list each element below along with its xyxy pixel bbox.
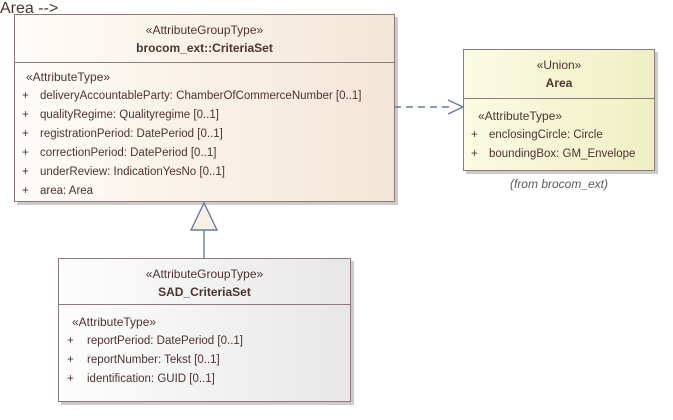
visibility-symbol: + <box>22 109 29 121</box>
visibility-symbol: + <box>67 373 74 385</box>
dependency-connector-arrow[interactable] <box>390 95 468 119</box>
attribute-text: enclosingCircle: Circle <box>489 129 603 141</box>
visibility-symbol: + <box>22 90 29 102</box>
attribute-row: + deliveryAccountableParty: ChamberOfCom… <box>15 87 394 106</box>
area-attributes-compartment: «AttributeType» + enclosingCircle: Circl… <box>464 99 654 164</box>
area-header: «Union» Area <box>464 50 654 99</box>
sad-stereotype: «AttributeGroupType» <box>145 267 264 281</box>
sad-attributes-compartment: «AttributeType» + reportPeriod: DatePeri… <box>59 305 350 389</box>
visibility-symbol: + <box>22 185 29 197</box>
attribute-text: registrationPeriod: DatePeriod [0..1] <box>40 128 223 140</box>
visibility-symbol: + <box>471 148 478 160</box>
attribute-text: boundingBox: GM_Envelope <box>489 148 636 160</box>
class-box-brocom-ext-criteriaset[interactable]: «AttributeGroupType» brocom_ext::Criteri… <box>14 14 395 202</box>
generalization-triangle-icon <box>189 202 219 231</box>
attribute-text: identification: GUID [0..1] <box>87 373 215 385</box>
criteriaset-stereotype: «AttributeGroupType» <box>145 23 264 37</box>
criteriaset-attr-stereotype: «AttributeType» <box>26 70 111 84</box>
attribute-row: + identification: GUID [0..1] <box>59 370 350 389</box>
attribute-row: + reportNumber: Tekst [0..1] <box>59 351 350 370</box>
visibility-symbol: + <box>22 128 29 140</box>
attribute-text: area: Area <box>40 185 94 197</box>
attribute-text: reportNumber: Tekst [0..1] <box>87 354 220 366</box>
attribute-text: deliveryAccountableParty: ChamberOfComme… <box>40 90 362 102</box>
sad-header: «AttributeGroupType» SAD_CriteriaSet <box>59 259 350 305</box>
class-box-sad-criteriaset[interactable]: «AttributeGroupType» SAD_CriteriaSet «At… <box>58 258 351 402</box>
criteriaset-attributes-compartment: «AttributeType» + deliveryAccountablePar… <box>15 63 394 201</box>
attribute-row: + registrationPeriod: DatePeriod [0..1] <box>15 125 394 144</box>
generalization-connector-arrow[interactable] <box>186 202 224 260</box>
attribute-row: + reportPeriod: DatePeriod [0..1] <box>59 332 350 351</box>
criteriaset-name: brocom_ext::CriteriaSet <box>136 41 273 55</box>
open-arrowhead-icon <box>447 99 465 115</box>
attribute-text: underReview: IndicationYesNo [0..1] <box>40 166 225 178</box>
attribute-text: correctionPeriod: DatePeriod [0..1] <box>40 147 217 159</box>
attribute-row: + boundingBox: GM_Envelope <box>464 145 654 164</box>
attribute-row: + area: Area <box>15 182 394 201</box>
visibility-symbol: + <box>67 335 74 347</box>
sad-name: SAD_CriteriaSet <box>158 285 251 299</box>
visibility-symbol: + <box>471 129 478 141</box>
attribute-text: qualityRegime: Qualityregime [0..1] <box>40 109 219 121</box>
attribute-row: + qualityRegime: Qualityregime [0..1] <box>15 106 394 125</box>
visibility-symbol: + <box>22 166 29 178</box>
area-attr-stereotype: «AttributeType» <box>478 109 563 123</box>
attribute-row: + enclosingCircle: Circle <box>464 126 654 145</box>
area-name: Area <box>545 76 573 90</box>
sad-attr-stereotype: «AttributeType» <box>72 315 157 329</box>
attribute-row: + underReview: IndicationYesNo [0..1] <box>15 163 394 182</box>
visibility-symbol: + <box>67 354 74 366</box>
attribute-row: + correctionPeriod: DatePeriod [0..1] <box>15 144 394 163</box>
class-box-area[interactable]: «Union» Area «AttributeType» + enclosing… <box>463 49 655 171</box>
area-origin-package-note: (from brocom_ext) <box>509 177 609 191</box>
area-stereotype: «Union» <box>536 58 582 72</box>
attribute-text: reportPeriod: DatePeriod [0..1] <box>87 335 243 347</box>
visibility-symbol: + <box>22 147 29 159</box>
criteriaset-header: «AttributeGroupType» brocom_ext::Criteri… <box>15 15 394 63</box>
